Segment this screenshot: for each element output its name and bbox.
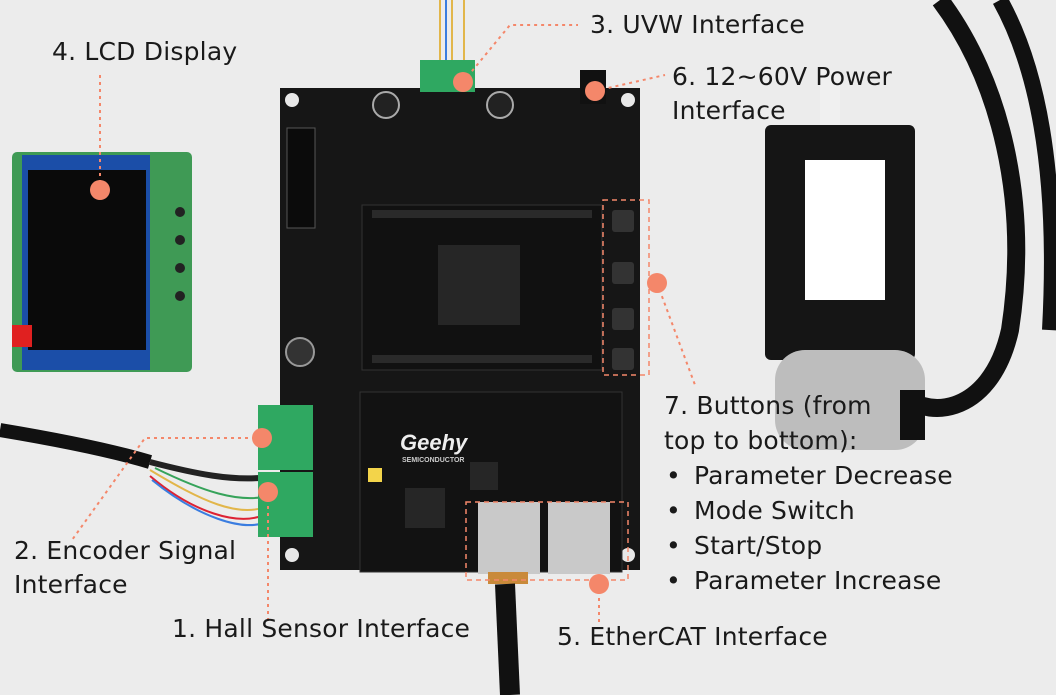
encoder-cable	[0, 423, 153, 469]
buttons-highlight	[602, 199, 650, 376]
uvw-label: 3. UVW Interface	[590, 10, 805, 39]
buttons-leader	[656, 282, 696, 386]
uvw-leader	[462, 24, 578, 83]
encoder-marker	[252, 428, 272, 448]
buttons-label: 7. Buttons (from top to bottom): Paramet…	[664, 388, 953, 598]
uvw-marker	[453, 72, 473, 92]
buttons-list: Parameter Decrease Mode Switch Start/Sto…	[664, 458, 953, 598]
buttons-label-line2: top to bottom):	[664, 426, 858, 455]
power-label-line1: 6. 12~60V Power	[672, 62, 893, 91]
power-label: 6. 12~60V Power Interface	[672, 60, 892, 128]
ethercat-label: 5. EtherCAT Interface	[557, 622, 828, 651]
encoder-label: 2. Encoder Signal Interface	[14, 534, 236, 602]
buttons-marker	[647, 273, 667, 293]
buttons-list-item: Parameter Decrease	[664, 458, 953, 493]
lcd-label: 4. LCD Display	[52, 37, 238, 66]
power-leader	[594, 74, 666, 92]
lcd-module	[12, 152, 192, 372]
lcd-marker	[90, 180, 110, 200]
ethercat-highlight	[465, 501, 629, 581]
power-label-line2: Interface	[672, 96, 786, 125]
encoder-label-line1: 2. Encoder Signal	[14, 536, 237, 565]
encoder-label-line2: Interface	[14, 570, 128, 599]
brand-logo: Geehy	[400, 430, 469, 455]
hall-label: 1. Hall Sensor Interface	[172, 614, 471, 643]
main-pcb	[280, 70, 640, 584]
buttons-list-item: Start/Stop	[664, 528, 953, 563]
servo-motor	[765, 70, 925, 450]
motor-cable	[892, 0, 1026, 417]
power-marker	[585, 81, 605, 101]
ethercat-cable	[495, 583, 520, 695]
hall-marker	[258, 482, 278, 502]
ethercat-marker	[589, 574, 609, 594]
buttons-list-item: Parameter Increase	[664, 563, 953, 598]
buttons-list-item: Mode Switch	[664, 493, 953, 528]
buttons-label-line1: 7. Buttons (from	[664, 391, 872, 420]
brand-subtitle: SEMICONDUCTOR	[402, 457, 464, 464]
